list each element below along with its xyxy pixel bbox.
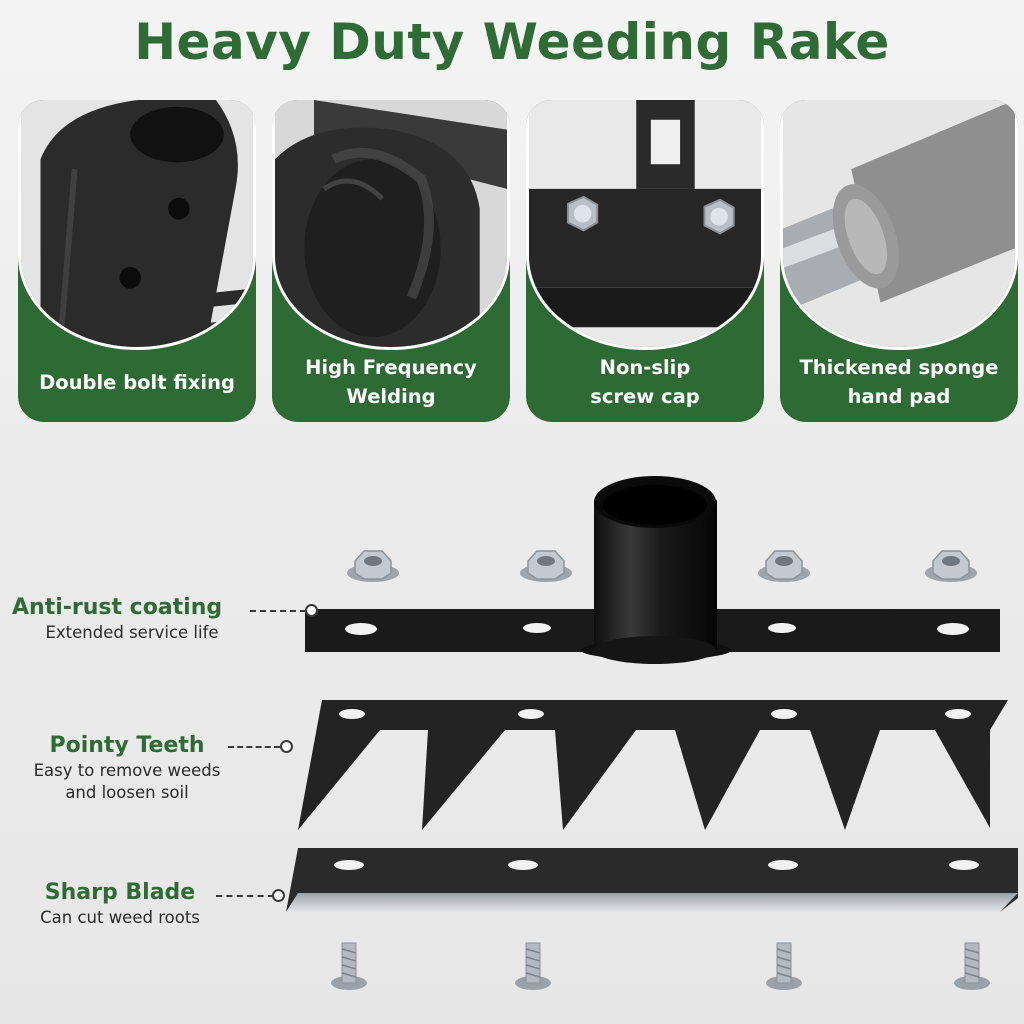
card-label: Thickened sponge hand pad: [799, 356, 999, 408]
feature-anti-rust: Anti-rust coating Extended service life: [12, 594, 252, 644]
feature-name: Sharp Blade: [44, 880, 196, 905]
callout-line: [216, 895, 274, 897]
callout-dot: [305, 604, 318, 617]
feature-pointy-teeth: Pointy Teeth Easy to remove weeds and lo…: [12, 732, 242, 804]
feature-card-double-bolt: Double bolt fixing: [18, 100, 256, 422]
feature-sharp-blade: Sharp Blade Can cut weed roots: [20, 879, 220, 929]
bolt-holes-closeup-image: [18, 100, 256, 350]
card-label: Double bolt fixing: [39, 370, 235, 394]
callout-dot: [280, 740, 293, 753]
page-title: Heavy Duty Weeding Rake: [134, 13, 890, 71]
card-label: Non-slip screw cap: [590, 356, 700, 408]
feature-description: Easy to remove weeds and loosen soil: [33, 761, 221, 802]
feature-card-sponge: Thickened sponge hand pad: [780, 100, 1018, 422]
feature-description: Can cut weed roots: [40, 908, 200, 927]
rake-exploded-view: [286, 476, 1018, 991]
feature-name: Pointy Teeth: [49, 733, 205, 758]
sponge-handle-closeup-image: [780, 100, 1018, 350]
screw-cap-closeup-image: [526, 100, 764, 350]
callout-dot: [272, 889, 285, 902]
callout-line: [250, 610, 306, 612]
weld-closeup-image: [272, 100, 510, 350]
card-label: High Frequency Welding: [305, 356, 477, 408]
feature-card-welding: High Frequency Welding: [272, 100, 510, 422]
feature-description: Extended service life: [45, 623, 219, 642]
pointy-teeth-plate: [298, 700, 1008, 830]
feature-name: Anti-rust coating: [12, 595, 223, 620]
feature-card-screw-cap: Non-slip screw cap: [526, 100, 764, 422]
callout-line: [228, 746, 280, 748]
